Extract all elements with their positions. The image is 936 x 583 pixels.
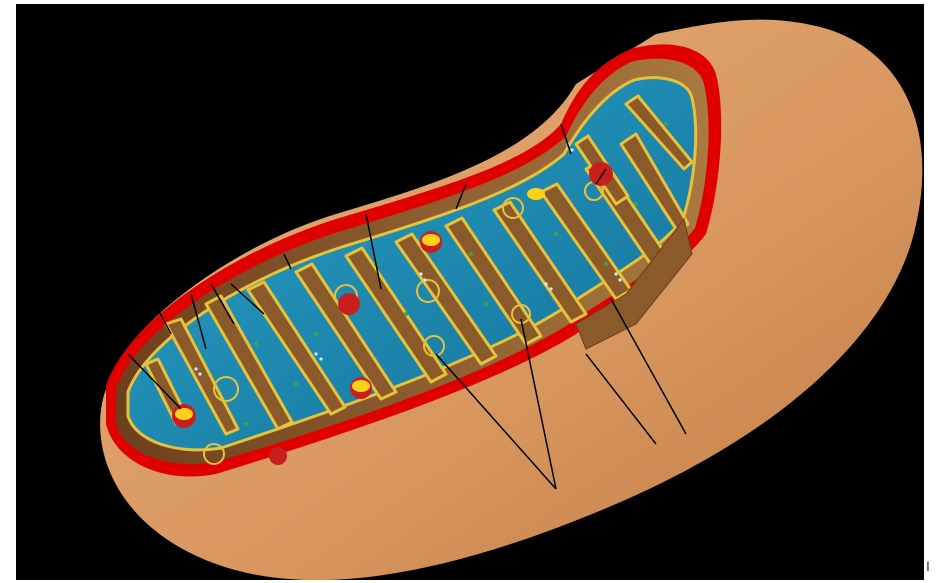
diagram-svg [16,4,924,580]
mitochondrion-diagram [16,4,924,580]
edge-text-fragment: I [926,556,936,576]
